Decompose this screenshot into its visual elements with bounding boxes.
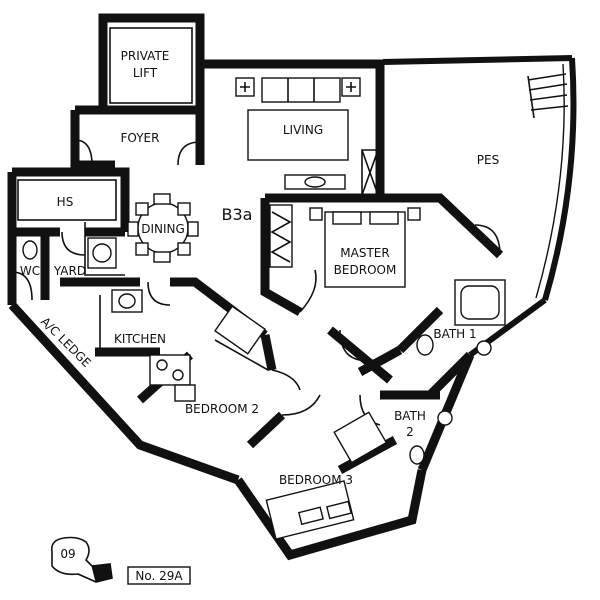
- dining-label: DINING: [141, 222, 185, 236]
- bath2-label-1: BATH: [394, 409, 426, 423]
- pes-right-edge: [542, 57, 577, 301]
- doors: [11, 139, 501, 426]
- foyer-label: FOYER: [121, 131, 160, 145]
- private-lift-shaft: [98, 13, 205, 115]
- hs-label: HS: [57, 195, 74, 209]
- hs-box: [17, 179, 117, 221]
- yard-label: YARD: [53, 264, 86, 278]
- bedroom3-bay: [234, 469, 427, 561]
- key-plan: 09 No. 29A: [50, 536, 191, 585]
- pes-steps: [527, 73, 569, 119]
- unit-number-label: No. 29A: [135, 569, 183, 583]
- bedroom2-label: BEDROOM 2: [185, 402, 259, 416]
- foyer-left-wall: [70, 110, 115, 170]
- private-lift-label-2: LIFT: [133, 66, 158, 80]
- wc-label: WC: [20, 264, 40, 278]
- bath1-label: BATH 1: [433, 327, 476, 341]
- living-label: LIVING: [283, 123, 323, 137]
- kitchen-label: KITCHEN: [114, 332, 166, 346]
- unit-number-box: [127, 566, 191, 585]
- bath2-label-2: 2: [406, 425, 414, 439]
- pes-label: PES: [477, 153, 499, 167]
- hs-top-wall: [12, 167, 130, 232]
- master-bedroom-label-1: MASTER: [340, 246, 389, 260]
- pes-inner-edge: [535, 63, 565, 299]
- private-lift-inner: [109, 27, 193, 104]
- unit-type-label: B3a: [222, 205, 253, 224]
- bedroom3-label: BEDROOM 3: [279, 473, 353, 487]
- private-lift-label-1: PRIVATE: [121, 49, 170, 63]
- pes-top-wall: [382, 55, 573, 65]
- key-plan-number: 09: [60, 547, 75, 561]
- lower-left-diagonal: [8, 301, 240, 485]
- furniture: [22, 77, 506, 540]
- master-bedroom-label-2: BEDROOM: [334, 263, 397, 277]
